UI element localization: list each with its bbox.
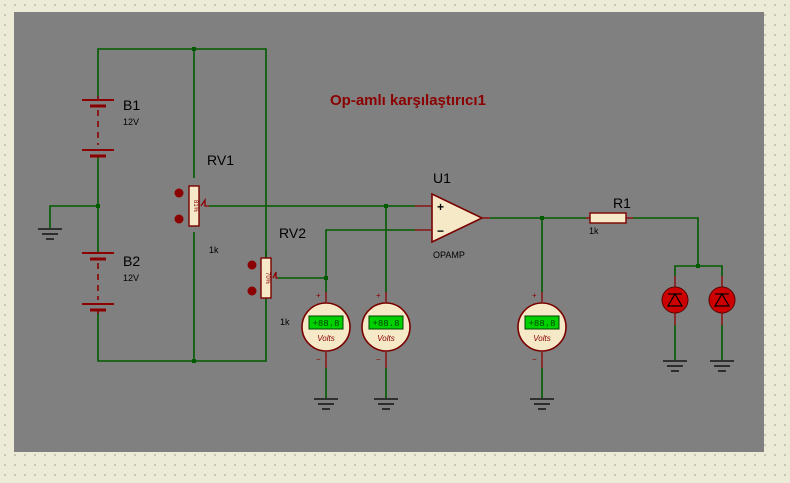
ground-symbol-battery [38, 228, 62, 240]
opamp-plus-sign: + [437, 200, 444, 214]
battery-b2[interactable]: B2 12V [82, 252, 140, 314]
rv1-value: 1k [209, 245, 219, 255]
voltmeter-2-unit: Volts [377, 334, 395, 343]
rv1-ref: RV1 [207, 152, 234, 168]
rv1-decrease-button[interactable] [174, 214, 184, 224]
schematic-sheet [14, 12, 764, 452]
resistor-r1[interactable]: R1 1k [586, 195, 633, 236]
potentiometer-rv2[interactable]: 70% RV2 1k [247, 225, 307, 327]
voltmeter-2[interactable]: +88.8 Volts + − [361, 291, 411, 368]
ground-symbol-vm1 [314, 398, 338, 410]
ground-symbol-led2 [710, 360, 734, 372]
b2-ref: B2 [123, 253, 140, 269]
rv2-increase-button[interactable] [247, 260, 257, 270]
u1-type: OPAMP [433, 250, 465, 260]
voltmeter-3-minus: − [532, 355, 537, 364]
rv2-ref: RV2 [279, 225, 306, 241]
led-1[interactable] [661, 276, 689, 325]
u1-ref: U1 [433, 170, 451, 186]
voltmeter-1-display: +88.8 [312, 319, 339, 329]
voltmeter-3-plus: + [532, 291, 537, 300]
opamp-u1[interactable]: + − U1 OPAMP [415, 170, 490, 260]
voltmeter-2-minus: − [376, 355, 381, 364]
b1-ref: B1 [123, 97, 140, 113]
voltmeter-1-minus: − [316, 355, 321, 364]
led-2[interactable] [708, 276, 736, 325]
ground-symbol-vm2 [374, 398, 398, 410]
b1-value: 12V [123, 117, 139, 127]
voltmeter-1-unit: Volts [317, 334, 335, 343]
ground-symbol-led1 [663, 360, 687, 372]
b2-value: 12V [123, 273, 139, 283]
ground-symbol-vm3 [530, 398, 554, 410]
rv1-setting: 81% [192, 200, 198, 213]
opamp-minus-sign: − [437, 224, 444, 238]
voltmeter-2-display: +88.8 [372, 319, 399, 329]
rv2-setting: 70% [264, 272, 270, 285]
rv2-decrease-button[interactable] [247, 286, 257, 296]
battery-b1[interactable]: B1 12V [82, 96, 140, 158]
voltmeter-1[interactable]: +88.8 Volts + − [301, 291, 351, 368]
rv1-increase-button[interactable] [174, 188, 184, 198]
potentiometer-rv1[interactable]: 81% RV1 1k [174, 152, 235, 255]
rv2-value: 1k [280, 317, 290, 327]
r1-ref: R1 [613, 195, 631, 211]
voltmeter-3-display: +88.8 [528, 319, 555, 329]
schematic-title: Op-amlı karşılaştırıcı1 [330, 92, 486, 109]
voltmeter-3-unit: Volts [533, 334, 551, 343]
voltmeter-3[interactable]: +88.8 Volts + − [517, 291, 567, 368]
r1-value: 1k [589, 226, 599, 236]
voltmeter-1-plus: + [316, 291, 321, 300]
wires [49, 47, 723, 398]
voltmeter-2-plus: + [376, 291, 381, 300]
